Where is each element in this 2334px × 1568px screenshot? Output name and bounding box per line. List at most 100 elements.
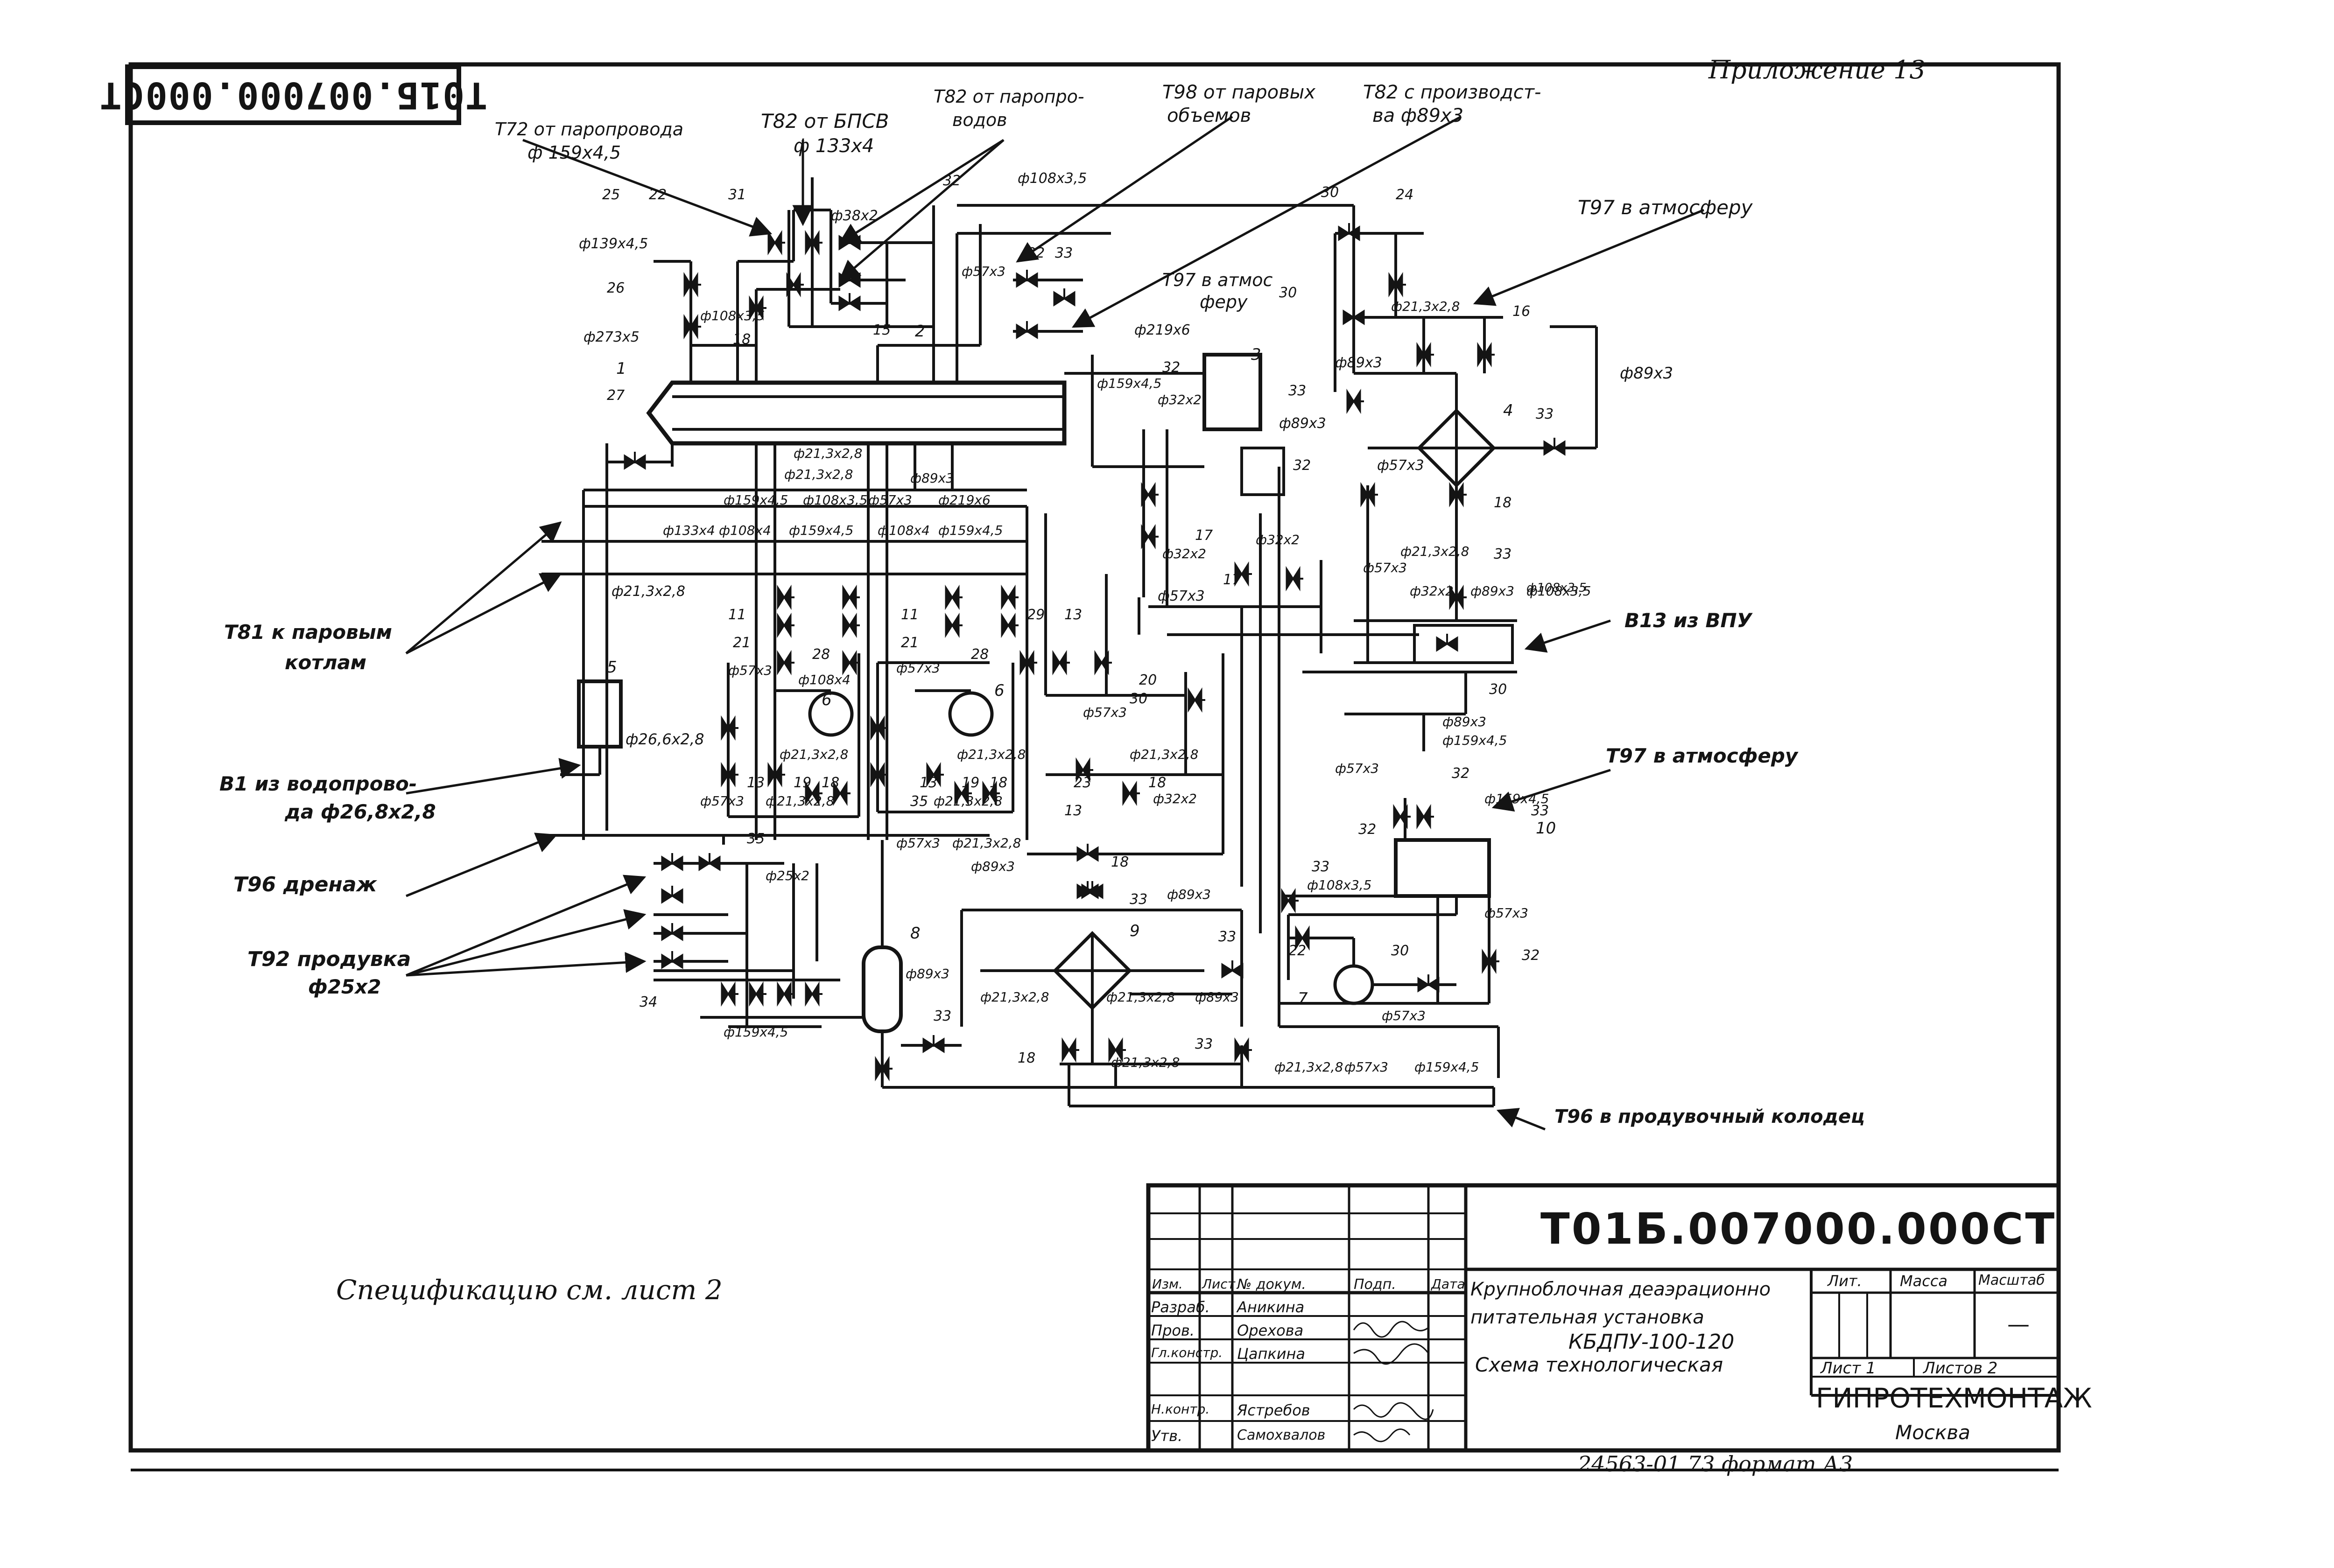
title-block-grid <box>1146 1183 2061 1453</box>
stream-t92: Т92 продувка <box>247 947 411 971</box>
pos-number: 1 <box>616 359 626 378</box>
pipe-size: ф89х3 <box>910 470 954 486</box>
pipe-size: ф26,6х2,8 <box>626 730 704 748</box>
stream-b1-2: да ф26,8х2,8 <box>285 800 436 823</box>
stream-t96-kolodec: Т96 в продувочный колодец <box>1554 1106 1865 1127</box>
doc-name-1: Крупноблочная деаэрационно <box>1470 1279 1771 1300</box>
pipe-size: ф32х2 <box>1153 791 1197 806</box>
pos-number: 33 <box>1195 1036 1213 1052</box>
pipe-size: ф21,3х2,8 <box>1400 544 1469 559</box>
pos-number: 18 <box>1494 495 1512 511</box>
pos-number: 5 <box>607 658 617 677</box>
name-razrab: Аникина <box>1237 1298 1305 1316</box>
pipe-size: ф108х3,5 <box>1526 583 1591 599</box>
pipe-size: ф21,3х2,8 <box>952 835 1021 851</box>
hdr-podp: Подп. <box>1354 1276 1396 1293</box>
pos-number: 17 <box>1223 572 1241 588</box>
pos-number: 13 <box>1064 803 1083 819</box>
leader-lines <box>405 115 1704 1131</box>
stream-t97-top: Т97 в атмосферу <box>1578 196 1753 219</box>
pipe-size: ф219х6 <box>1134 322 1190 338</box>
pipe-size: ф108х3,5 <box>1526 581 1587 595</box>
pos-number: 32 <box>1027 245 1045 261</box>
pipe-size: ф89х3 <box>1620 364 1673 383</box>
name-glkonstr: Цапкина <box>1237 1345 1306 1363</box>
pipe-size: ф133х4 <box>663 523 715 538</box>
pos-number: 34 <box>640 994 658 1010</box>
piping-lines <box>541 177 1598 1107</box>
pos-number: 33 <box>1536 406 1554 422</box>
pipe-size: ф108х4 <box>719 523 771 538</box>
pos-number: 30 <box>1130 691 1148 707</box>
pipe-size: ф57х3 <box>1158 588 1205 604</box>
stream-t82-proiz: Т82 с производст- <box>1363 82 1541 103</box>
pipe-size: ф21,3х2,8 <box>784 467 853 482</box>
stream-t82-bpsv: Т82 от БПСВ <box>761 110 889 133</box>
pipe-size: ф57х3 <box>1484 905 1528 921</box>
pos-number: 18 <box>822 775 840 791</box>
pos-number: 9 <box>1130 922 1140 940</box>
name-nkontr: Ястребов <box>1237 1401 1310 1419</box>
pos-number: 32 <box>1358 821 1377 838</box>
pos-number: 30 <box>1489 681 1507 698</box>
pipe-size: ф219х6 <box>938 492 991 508</box>
stream-t97-mid: Т97 в атмос <box>1162 270 1273 290</box>
pos-number: 20 <box>1139 672 1157 688</box>
rotated-document-stamp: Т01Б.007000.000СТ <box>99 64 487 125</box>
name-utv: Самохвалов <box>1237 1427 1326 1443</box>
pos-number: 30 <box>1279 285 1297 301</box>
pos-number: 3 <box>1251 345 1261 364</box>
pos-number: 32 <box>1452 765 1470 782</box>
pos-number: 18 <box>990 775 1008 791</box>
stream-t81: Т81 к паровым <box>224 621 393 644</box>
signatures <box>1353 1321 1434 1442</box>
pos-number: 15 <box>873 322 891 338</box>
title-code: Т01Б.007000.000СТ <box>1540 1204 2057 1254</box>
pipe-size: ф89х3 <box>1335 355 1382 371</box>
pipe-size: ф139х4,5 <box>579 236 648 252</box>
pos-number: 33 <box>1312 859 1330 875</box>
hdr-doc: № докум. <box>1237 1276 1306 1293</box>
pos-number: 11 <box>901 607 919 623</box>
pos-number: 32 <box>1162 359 1181 376</box>
pipe-size: ф21,3х2,8 <box>794 446 863 461</box>
pipe-size: ф273х5 <box>584 329 640 345</box>
specification-note: Спецификацию см. лист 2 <box>336 1274 723 1306</box>
pipe-size: ф89х3 <box>1470 583 1514 599</box>
stream-t82-par-2: водов <box>952 110 1007 130</box>
pipe-size: ф21,3х2,8 <box>934 793 1003 809</box>
pipe-size: ф89х3 <box>1279 415 1326 432</box>
pipe-size: ф57х3 <box>700 793 744 809</box>
pos-number: 33 <box>1130 891 1148 908</box>
pos-number: 33 <box>934 1008 952 1024</box>
massa-label: Масса <box>1900 1272 1948 1290</box>
pos-number: 19 <box>794 775 812 791</box>
drawing-frame <box>128 62 2061 1471</box>
pipe-size: ф57х3 <box>1344 1059 1388 1075</box>
role-prov: Пров. <box>1151 1322 1195 1339</box>
pos-number: 24 <box>1396 187 1414 203</box>
pos-number: 35 <box>910 793 928 810</box>
pos-number: 33 <box>1531 803 1549 819</box>
pipe-size: ф159х4,5 <box>1442 733 1507 748</box>
lit-label: Лит. <box>1828 1272 1862 1290</box>
pos-number: 6 <box>822 691 832 709</box>
pipe-size: ф57х3 <box>896 660 940 676</box>
pos-number: 31 <box>728 187 746 203</box>
hdr-data: Дата <box>1431 1276 1465 1292</box>
appendix-label: Приложение 13 <box>1708 55 1926 84</box>
pos-number: 19 <box>962 775 980 791</box>
pos-number: 11 <box>728 607 746 623</box>
pos-number: 17 <box>1195 527 1213 544</box>
pos-number: 13 <box>920 775 938 791</box>
pipe-size: ф32х2 <box>1158 392 1202 407</box>
pos-number: 33 <box>1218 929 1237 945</box>
pipe-size: ф32х2 <box>1256 532 1300 547</box>
pipe-size: ф57х3 <box>1335 761 1379 776</box>
pos-number: 32 <box>943 173 961 189</box>
pos-number: 23 <box>1074 775 1092 791</box>
pipe-size: ф159х4,5 <box>1097 376 1162 391</box>
pos-number: 18 <box>1018 1050 1036 1066</box>
pos-number: 10 <box>1536 819 1556 838</box>
pos-number: 29 <box>1027 607 1045 623</box>
